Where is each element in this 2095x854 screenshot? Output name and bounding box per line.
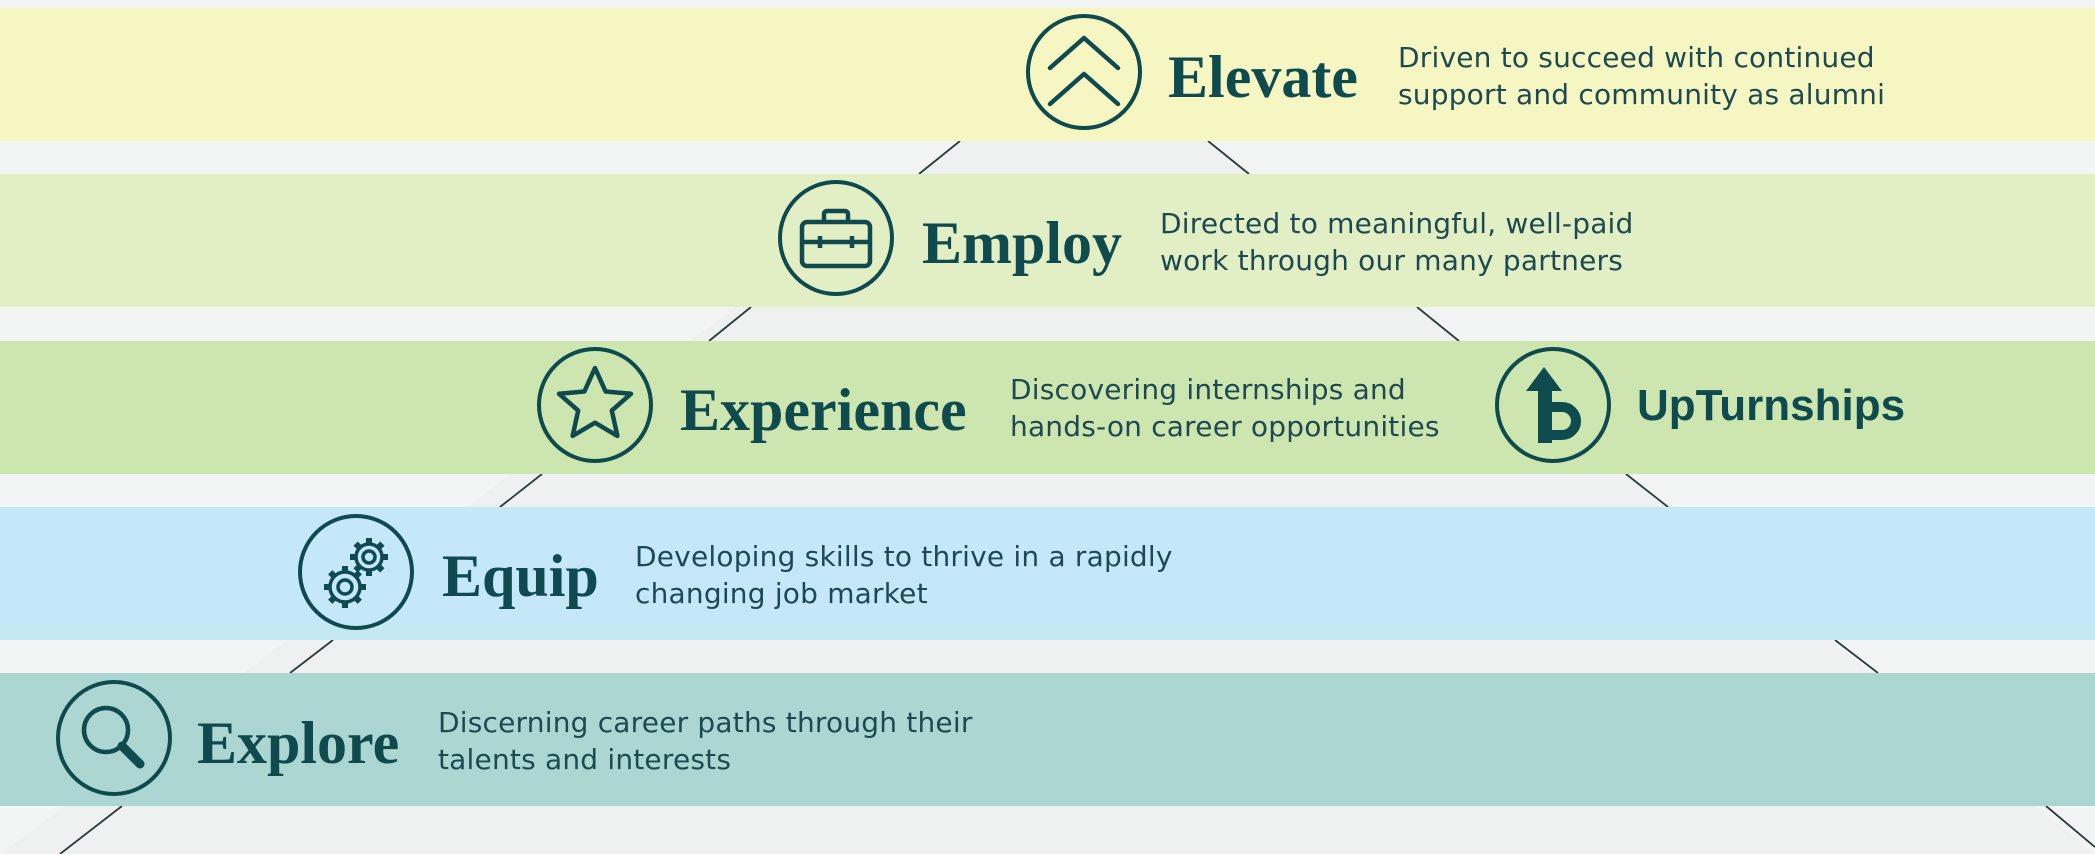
stage-title-equip: Equip — [442, 543, 599, 609]
gears-icon — [298, 514, 414, 630]
stage-description-equip: Developing skills to thrive in a rapidly… — [635, 540, 1173, 610]
stage-title-employ: Employ — [922, 210, 1123, 276]
upturnships-brand-name: UpTurnships — [1637, 381, 1906, 430]
stage-title-experience: Experience — [680, 377, 967, 443]
upturnships-logo-icon — [1495, 347, 1611, 463]
briefcase-icon — [778, 180, 894, 296]
stage-title-explore: Explore — [197, 710, 400, 776]
stage-band-experience — [0, 341, 2095, 474]
double-chevron-up-icon — [1026, 14, 1142, 130]
stage-band-explore — [0, 673, 2095, 806]
magnifier-icon — [56, 680, 172, 796]
stage-title-elevate: Elevate — [1168, 44, 1358, 110]
stage-band-employ — [0, 174, 2095, 307]
star-icon — [537, 347, 653, 463]
